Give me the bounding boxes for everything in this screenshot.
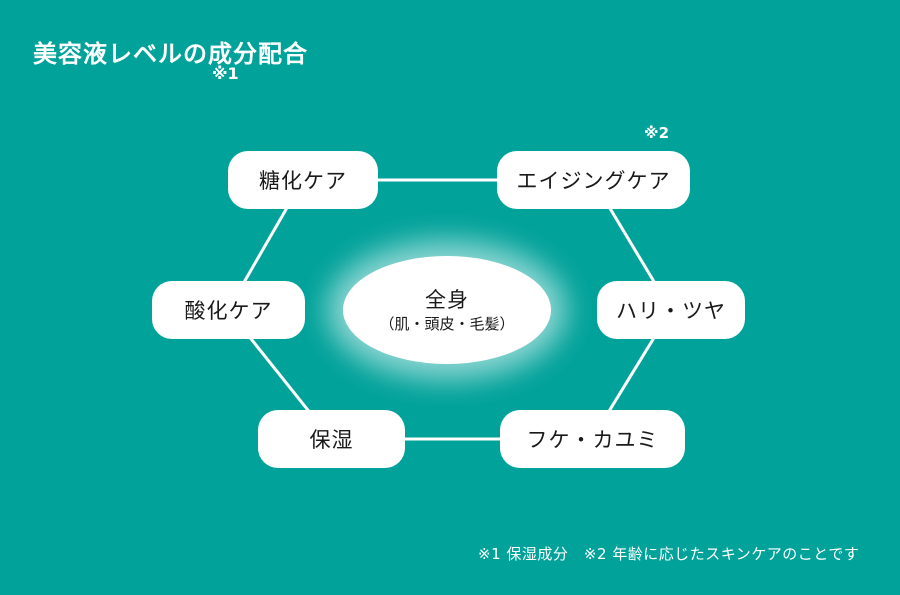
center-label-sub: （肌・頭皮・毛髪） bbox=[379, 315, 515, 334]
node-oxidation-care: 酸化ケア bbox=[152, 281, 305, 339]
node-moisturizing: 保湿 bbox=[258, 410, 405, 468]
page-title: 美容液レベルの成分配合 bbox=[33, 40, 308, 68]
center-ellipse-whole-body: 全身 （肌・頭皮・毛髪） bbox=[343, 256, 551, 364]
node-firmness-gloss: ハリ・ツヤ bbox=[597, 281, 745, 339]
node-glycation-care: 糖化ケア bbox=[228, 151, 378, 209]
aging-footnote-marker: ※2 bbox=[644, 124, 670, 142]
footnotes-text: ※1 保湿成分 ※2 年齢に応じたスキンケアのことです bbox=[478, 545, 860, 563]
center-label-main: 全身 bbox=[425, 287, 469, 312]
node-aging-care: エイジングケア bbox=[497, 151, 690, 209]
title-footnote-marker: ※1 bbox=[212, 64, 239, 83]
node-dandruff-itch: フケ・カユミ bbox=[500, 410, 685, 468]
